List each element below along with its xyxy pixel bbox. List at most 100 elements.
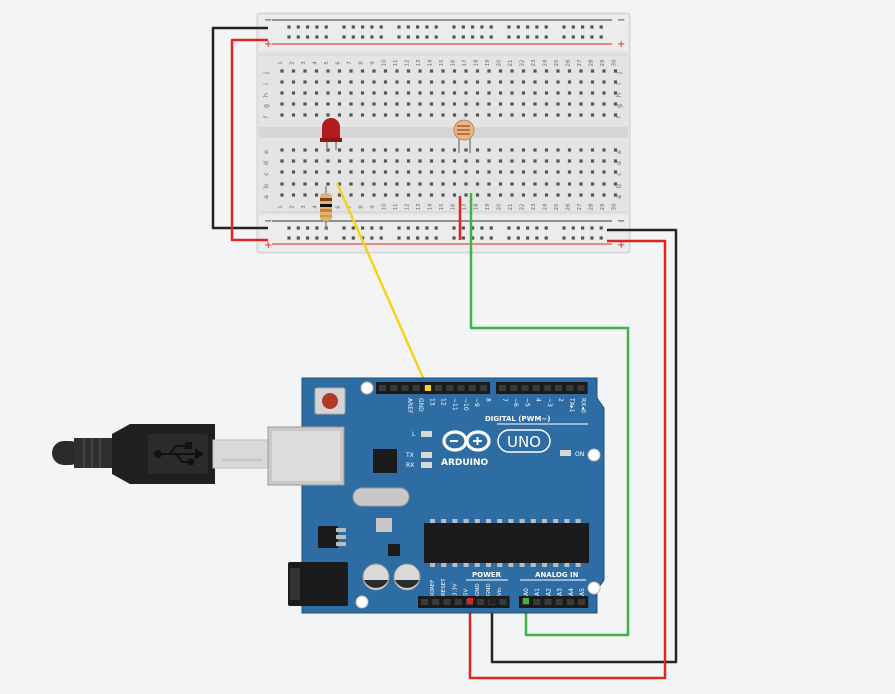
breadboard-hole[interactable] [337,102,342,106]
breadboard-hole[interactable] [510,91,514,95]
breadboard-rail-hole[interactable] [571,35,575,39]
power-pin-socket[interactable] [443,599,451,605]
breadboard-rail-hole[interactable] [571,226,575,230]
breadboard-hole[interactable] [498,80,503,84]
breadboard-hole[interactable] [521,170,526,174]
analog-pin-header[interactable] [519,596,589,608]
breadboard-rail-hole[interactable] [416,236,420,240]
breadboard-rail-hole[interactable] [379,226,383,230]
breadboard-hole[interactable] [441,91,445,95]
breadboard-hole[interactable] [429,69,434,73]
breadboard-hole[interactable] [441,170,445,174]
breadboard-rail-hole[interactable] [507,236,511,240]
breadboard-hole[interactable] [510,148,514,152]
breadboard-hole[interactable] [291,170,296,174]
breadboard-hole[interactable] [395,102,399,106]
digital-pin-socket[interactable] [543,385,551,391]
breadboard-rail-hole[interactable] [361,226,365,230]
breadboard-hole[interactable] [487,193,491,197]
breadboard-hole[interactable] [349,91,353,95]
breadboard-hole[interactable] [314,102,319,106]
breadboard-rail-hole[interactable] [562,226,566,230]
breadboard-hole[interactable] [337,170,342,174]
breadboard-rail-hole[interactable] [507,226,511,230]
breadboard-hole[interactable] [337,159,342,163]
breadboard-rail-hole[interactable] [379,35,383,39]
breadboard-rail-hole[interactable] [434,236,438,240]
breadboard-hole[interactable] [590,69,595,73]
breadboard-rail-hole[interactable] [452,35,456,39]
breadboard-hole[interactable] [337,182,342,186]
breadboard-hole[interactable] [452,170,457,174]
breadboard-hole[interactable] [349,113,353,117]
breadboard-rail-hole[interactable] [306,226,310,230]
breadboard-hole[interactable] [395,80,399,84]
breadboard-hole[interactable] [429,148,434,152]
breadboard-rail-hole[interactable] [315,236,319,240]
breadboard-hole[interactable] [303,102,307,106]
breadboard-hole[interactable] [395,159,399,163]
breadboard-rail-hole[interactable] [416,25,420,29]
breadboard-hole[interactable] [360,193,365,197]
breadboard-hole[interactable] [498,159,503,163]
breadboard-hole[interactable] [372,170,376,174]
breadboard-rail-hole[interactable] [516,25,520,29]
breadboard-hole[interactable] [613,170,618,174]
breadboard-hole[interactable] [579,80,583,84]
breadboard-hole[interactable] [556,102,560,106]
breadboard-hole[interactable] [464,159,468,163]
breadboard-hole[interactable] [602,193,606,197]
breadboard-hole[interactable] [372,80,376,84]
breadboard-rail-hole[interactable] [516,35,520,39]
breadboard-hole[interactable] [395,170,399,174]
breadboard-hole[interactable] [452,159,457,163]
reset-button[interactable] [322,393,338,409]
breadboard-hole[interactable] [326,170,330,174]
wire-black-left-rail[interactable] [211,26,268,230]
breadboard-rail-hole[interactable] [416,35,420,39]
breadboard-hole[interactable] [372,193,376,197]
breadboard-rail-hole[interactable] [526,25,530,29]
breadboard-rail-hole[interactable] [296,35,300,39]
digital-pin-socket[interactable] [379,385,387,391]
breadboard-hole[interactable] [314,80,319,84]
breadboard-hole[interactable] [475,170,480,174]
breadboard-hole[interactable] [590,148,595,152]
breadboard-hole[interactable] [360,80,365,84]
wire-green-a0[interactable] [469,193,630,637]
breadboard-hole[interactable] [326,91,330,95]
breadboard-hole[interactable] [556,193,560,197]
breadboard-rail-hole[interactable] [461,236,465,240]
breadboard-hole[interactable] [314,193,319,197]
breadboard-hole[interactable] [498,148,503,152]
breadboard-hole[interactable] [314,113,319,117]
breadboard-hole[interactable] [360,91,365,95]
breadboard-rail-hole[interactable] [342,226,346,230]
breadboard-hole[interactable] [452,193,457,197]
breadboard-hole[interactable] [556,148,560,152]
breadboard-hole[interactable] [475,69,480,73]
breadboard-hole[interactable] [314,170,319,174]
breadboard-hole[interactable] [406,91,411,95]
breadboard-rail-hole[interactable] [351,35,355,39]
breadboard-hole[interactable] [533,148,537,152]
breadboard-rail-hole[interactable] [351,236,355,240]
breadboard-hole[interactable] [418,148,422,152]
breadboard-hole[interactable] [567,69,572,73]
breadboard-hole[interactable] [510,193,514,197]
led[interactable] [320,118,342,150]
breadboard-hole[interactable] [590,113,595,117]
breadboard-rail-hole[interactable] [581,35,585,39]
breadboard-hole[interactable] [475,113,480,117]
breadboard-rail-hole[interactable] [406,236,410,240]
breadboard-rail-hole[interactable] [315,35,319,39]
breadboard-hole[interactable] [590,91,595,95]
breadboard-rail-hole[interactable] [351,25,355,29]
breadboard-hole[interactable] [498,193,503,197]
breadboard-hole[interactable] [533,113,537,117]
breadboard-hole[interactable] [360,148,365,152]
breadboard-rail-hole[interactable] [425,25,429,29]
breadboard-hole[interactable] [521,193,526,197]
breadboard-hole[interactable] [429,170,434,174]
breadboard-hole[interactable] [326,182,330,186]
